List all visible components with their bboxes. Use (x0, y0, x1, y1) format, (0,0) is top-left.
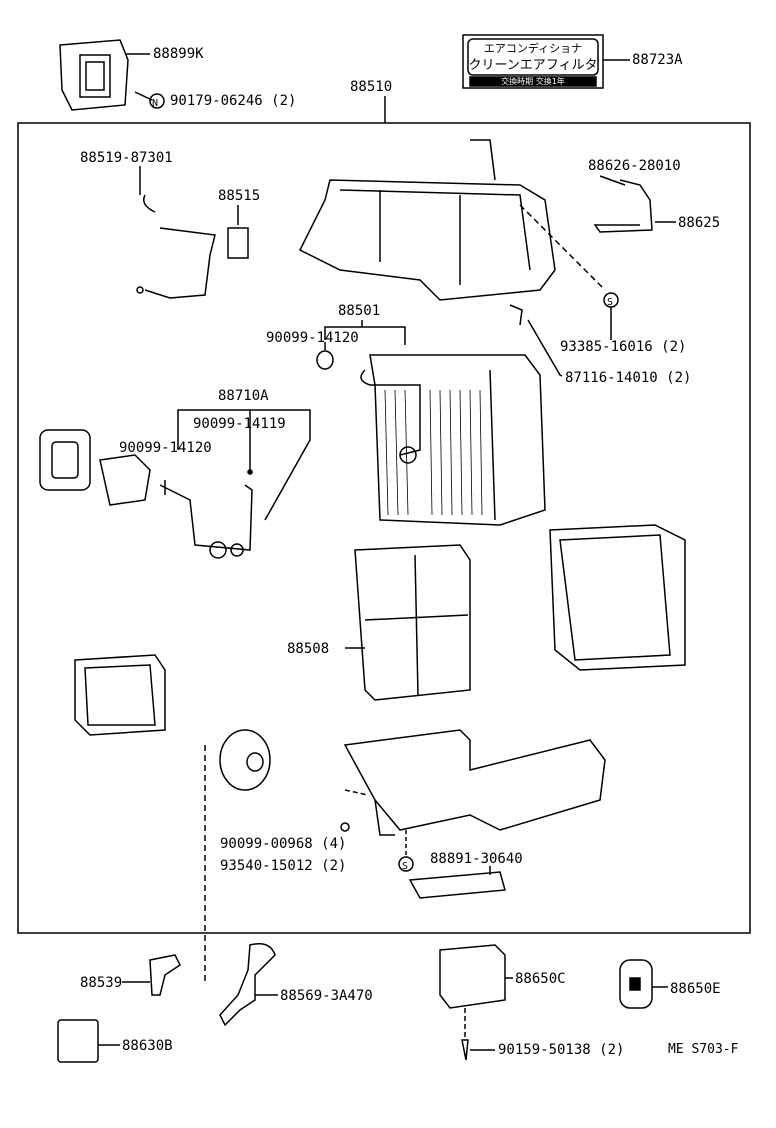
label-card-line1: エアコンディショナ (483, 42, 583, 55)
part-label[interactable]: 88539 (80, 975, 123, 991)
part-label[interactable]: 88626-28010 (588, 158, 681, 174)
marker-n: N (152, 98, 159, 109)
filter-case-part (59, 39, 165, 111)
part-label[interactable]: 90179-06246 (2) (170, 93, 297, 109)
part-label[interactable]: 90099-14120 (266, 330, 359, 346)
label-card-line2: クリーンエアフィルタ (468, 58, 598, 73)
hose-part (149, 954, 181, 996)
part-label[interactable]: 88508 (287, 641, 330, 657)
relay-part (57, 1019, 99, 1063)
label-card-line3: 交換時期 交換1年 (501, 77, 565, 86)
part-label[interactable]: 90099-00968 (4) (220, 836, 347, 852)
assembly-frame (17, 122, 751, 934)
part-label[interactable]: 88569-3A470 (280, 988, 373, 1004)
part-label[interactable]: 88630B (122, 1038, 173, 1054)
part-label[interactable]: 88710A (218, 388, 269, 404)
marker-s: S (402, 861, 409, 872)
part-label[interactable]: 93385-16016 (2) (560, 339, 687, 355)
part-label[interactable]: 88625 (678, 215, 721, 231)
part-label[interactable]: 90099-14119 (193, 416, 286, 432)
part-label[interactable]: 88510 (350, 79, 393, 95)
part-label[interactable]: 88899K (153, 46, 204, 62)
part-label[interactable]: 88519-87301 (80, 150, 173, 166)
damper-part (204, 729, 271, 985)
duct-part (219, 943, 276, 1027)
part-label[interactable]: 88501 (338, 303, 381, 319)
part-label[interactable]: 90099-14120 (119, 440, 212, 456)
label-card-band (469, 76, 597, 87)
bracket-part (509, 179, 676, 377)
seal-frame-left (74, 654, 166, 736)
part-label[interactable]: 88650C (515, 971, 566, 987)
evaporator-part (316, 320, 546, 526)
control-unit-part (439, 944, 506, 1009)
part-label[interactable]: 88723A (632, 52, 683, 68)
part-label[interactable]: 88515 (218, 188, 261, 204)
upper-case-part (298, 139, 619, 308)
sensor-part (619, 959, 653, 1009)
amplifier-bracket-part (408, 866, 506, 899)
seal-frame-right (549, 524, 686, 671)
expansion-valve-part (136, 194, 249, 299)
label-card-border (462, 34, 604, 89)
label-card-inner (467, 38, 599, 76)
lower-case-part (340, 729, 606, 872)
part-label[interactable]: 90159-50138 (2) (498, 1042, 625, 1058)
part-label[interactable]: 88891-30640 (430, 851, 523, 867)
part-label[interactable]: 93540-15012 (2) (220, 858, 347, 874)
part-label[interactable]: 87116-14010 (2) (565, 370, 692, 386)
air-filter-part (345, 544, 471, 701)
figure-code: ME S703-F (668, 1042, 739, 1057)
marker-s: S (607, 297, 614, 308)
part-label[interactable]: 88650E (670, 981, 721, 997)
tube-assembly-part (39, 409, 311, 559)
